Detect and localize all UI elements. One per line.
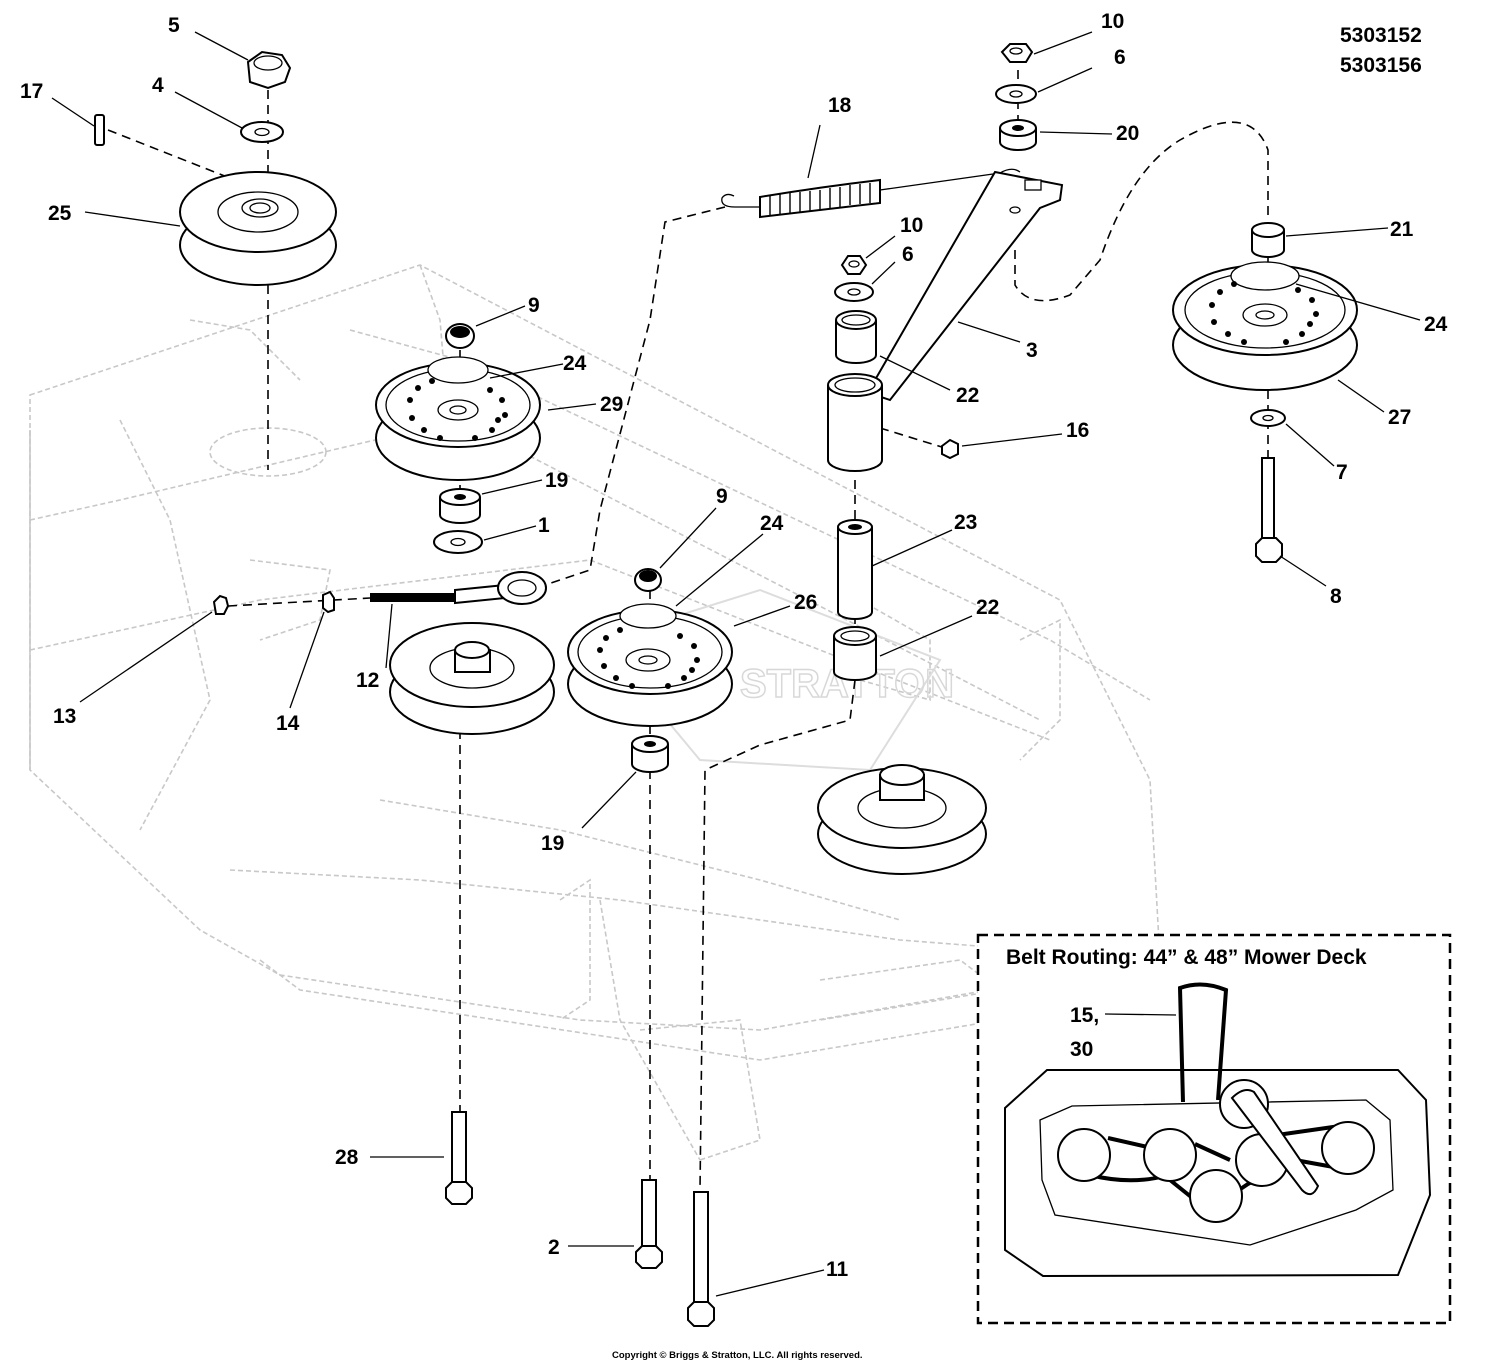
callout-6-upper: 6 [1114,46,1126,69]
nut-14 [322,590,335,614]
callout-22-lower: 22 [976,596,999,619]
sleeve-23 [837,519,873,620]
bushing-22-lower [833,626,877,681]
nut-13 [212,594,230,615]
washer-1 [433,530,483,554]
spacer-21 [1251,222,1285,258]
callout-24-lower: 24 [760,512,784,535]
callout-26: 26 [794,591,817,614]
copyright-text: Copyright © Briggs & Stratton, LLC. All … [612,1350,863,1361]
callout-24-right: 24 [1424,313,1448,336]
callout-8: 8 [1330,585,1342,608]
idler-arm-3 [874,170,1064,402]
callout-10-middle: 10 [900,214,923,237]
callout-12: 12 [356,669,379,692]
spring-18 [721,168,1021,219]
callout-6-middle: 6 [902,243,914,266]
callout-9-upper: 9 [528,294,540,317]
key-17 [94,114,105,146]
callout-9-lower: 9 [716,485,728,508]
callout-21: 21 [1390,218,1414,241]
inset-callout-30: 30 [1070,1038,1093,1061]
callout-3: 3 [1026,339,1038,362]
nut-10-middle [840,255,868,275]
bolt-11 [687,1191,715,1327]
locknut-9-upper [445,323,475,349]
callout-5: 5 [168,14,180,37]
idler-pulley-26 [567,603,733,727]
callout-14: 14 [276,712,300,735]
washer-4 [240,121,284,143]
callout-28: 28 [335,1146,359,1169]
callout-22-upper: 22 [956,384,979,407]
bolt-28 [445,1111,473,1205]
callout-29: 29 [600,393,623,416]
callout-13: 13 [53,705,76,728]
nut-10-upper [1000,43,1034,63]
pivot-tube [827,373,883,472]
callout-18: 18 [828,94,852,117]
spacer-19-lower [631,735,669,773]
callout-27: 27 [1388,406,1411,429]
callout-19-lower: 19 [541,832,564,855]
callout-19-upper: 19 [545,469,568,492]
nut-5 [246,50,292,90]
callout-4: 4 [152,74,164,97]
grease-fitting-16 [941,438,959,460]
callout-2: 2 [548,1236,560,1259]
washer-6-upper [995,84,1037,104]
callout-25: 25 [48,202,72,225]
belt-routing-inset: Belt Routing: 44” & 48” Mower Deck 15, 3… [976,933,1452,1325]
locknut-9-lower [634,568,662,592]
inset-callout-15: 15, [1070,1004,1099,1027]
idler-pulley-27 [1172,261,1358,391]
callout-16: 16 [1066,419,1089,442]
washer-7 [1250,409,1286,427]
callout-10-upper: 10 [1101,10,1124,33]
bolt-8 [1255,457,1283,563]
spacer-19-upper [439,488,481,524]
bolt-2 [635,1179,663,1269]
pulley-25 [179,171,337,286]
callout-11: 11 [826,1258,849,1281]
part-number-1: 5303152 [1340,24,1422,47]
callout-7: 7 [1336,461,1348,484]
spindle-pulley-right [817,764,987,875]
bushing-22-upper [835,310,877,364]
callout-20: 20 [1116,122,1139,145]
eyebolt-12 [370,571,547,605]
callout-24-upper-left: 24 [563,352,587,375]
inset-title: Belt Routing: 44” & 48” Mower Deck [1006,946,1367,969]
callout-labels: 5 4 17 25 9 24 29 19 1 12 13 14 9 24 26 … [20,10,1448,1281]
callout-1: 1 [538,514,550,537]
part-number-2: 5303156 [1340,54,1422,77]
callout-17: 17 [20,80,43,103]
washer-6-middle [834,282,874,302]
callout-23: 23 [954,511,977,534]
spindle-pulley-left [389,622,555,735]
leader-lines [51,31,1421,1297]
idler-pulley-29 [375,356,541,481]
spacer-20 [999,119,1037,151]
